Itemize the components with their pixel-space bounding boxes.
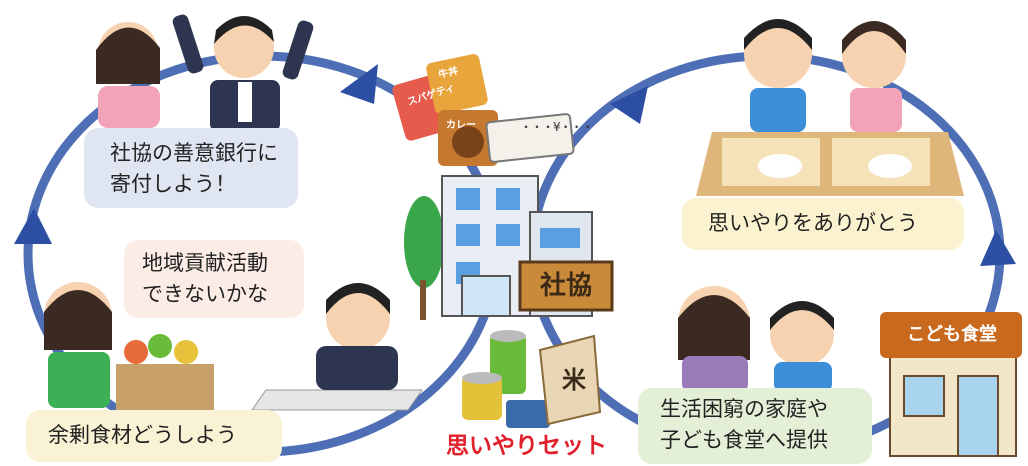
donate-line-1: 社協の善意銀行に [110, 141, 278, 165]
voucher-label: ・・・¥・・・ [520, 120, 594, 134]
kodomo-shokudo-shop-illustration [880, 312, 1022, 457]
kodomo-sign-board [880, 312, 1022, 358]
thanks-text: 思いやりをありがとう [708, 211, 918, 235]
donate-bubble: 社協の善意銀行に 寄付しよう！ [84, 128, 298, 208]
omoiyari-set-illustration [462, 330, 602, 428]
cheering-people-illustration [96, 14, 314, 132]
provide-line-1: 生活困窮の家庭や [660, 397, 828, 421]
donate-line-2: 寄付しよう！ [110, 172, 236, 196]
shakyo-sign-text: 社協 [539, 271, 592, 301]
woman-groceries-illustration [44, 282, 214, 410]
provide-bubble: 生活困窮の家庭や 子ども食堂へ提供 [638, 388, 872, 464]
arrow-top-left [340, 64, 378, 104]
worried-man-illustration [251, 283, 423, 411]
volunteer-line-2: できないかな [142, 282, 268, 306]
arrow-right [980, 230, 1016, 266]
leftover-text: 余剰食材どうしよう [48, 423, 237, 447]
arrow-top-center [610, 86, 648, 124]
flow-arrows [14, 64, 1016, 266]
omoiyari-set-label: 思いやりセット [446, 433, 607, 459]
food-packs-illustration [392, 54, 575, 166]
provide-line-2: 子ども食堂へ提供 [660, 428, 828, 452]
volunteer-bubble: 地域貢献活動 できないかな [124, 240, 304, 318]
shakyo-sign-board [518, 260, 614, 312]
thanks-bubble: 思いやりをありがとう [682, 198, 964, 250]
rice-bag-label: 米 [562, 366, 586, 394]
kodomo-shokudo-sign-text: こども食堂 [907, 324, 997, 345]
shakyo-building-illustration [404, 175, 614, 320]
leftover-bubble: 余剰食材どうしよう [26, 410, 282, 462]
children-eating-illustration [696, 19, 964, 196]
curry-pack-label: カレー [446, 120, 476, 131]
family-illustration [678, 286, 834, 392]
arrow-left [14, 208, 52, 244]
volunteer-line-1: 地域貢献活動 [142, 251, 268, 275]
